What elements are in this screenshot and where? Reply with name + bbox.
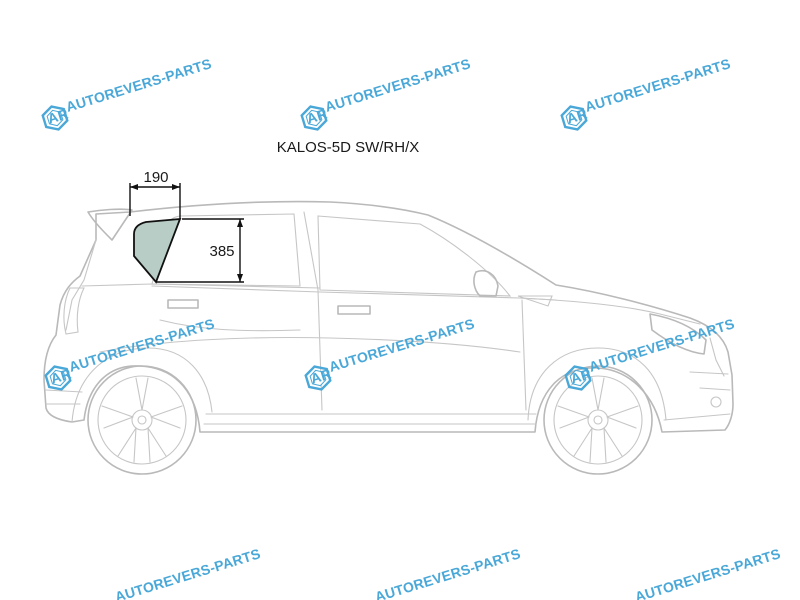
watermark-text: AUTOREVERS-PARTS <box>323 55 472 115</box>
front-door-handle <box>337 305 371 315</box>
watermark-text: AUTOREVERS-PARTS <box>633 545 782 600</box>
watermark-top-left: AR AUTOREVERS-PARTS <box>39 55 213 134</box>
watermark-logo-letters: AR <box>565 105 589 126</box>
watermark-text: AUTOREVERS-PARTS <box>64 55 213 115</box>
watermark-logo-letters: AR <box>569 365 593 386</box>
headlamp <box>649 313 707 355</box>
watermark-bottom-right: AUTOREVERS-PARTS <box>633 545 782 600</box>
rear-door-handle <box>167 299 199 309</box>
height-dimension: 385 <box>156 218 244 283</box>
watermark-text: AUTOREVERS-PARTS <box>373 545 522 600</box>
car-body-outline <box>43 200 734 433</box>
watermark-mid-left: AR AUTOREVERS-PARTS <box>42 315 216 394</box>
rear-spoiler <box>87 208 133 241</box>
rear-quarter-glass-highlight <box>133 217 182 284</box>
width-dimension: 190 <box>129 169 181 219</box>
watermark-text: AUTOREVERS-PARTS <box>587 315 736 375</box>
car-outline <box>43 200 734 433</box>
watermark-bottom-left: AUTOREVERS-PARTS <box>113 545 262 600</box>
watermark-logo-letters: AR <box>49 365 73 386</box>
watermark-logo-letters: AR <box>305 105 329 126</box>
watermark-top-center: AR AUTOREVERS-PARTS <box>298 55 472 134</box>
watermark-text: AUTOREVERS-PARTS <box>113 545 262 600</box>
watermark-mid-center: AR AUTOREVERS-PARTS <box>302 315 476 394</box>
watermark-text: AUTOREVERS-PARTS <box>327 315 476 375</box>
rear-wheel <box>87 365 197 475</box>
watermark-logo-letters: AR <box>309 365 333 386</box>
height-dimension-label: 385 <box>209 243 234 260</box>
watermark-bottom-center: AUTOREVERS-PARTS <box>373 545 522 600</box>
width-dimension-label: 190 <box>143 169 168 186</box>
watermark-logo-letters: AR <box>46 105 70 126</box>
watermark-top-right: AR AUTOREVERS-PARTS <box>558 55 732 134</box>
front-wheel <box>543 365 653 475</box>
side-mirror <box>473 270 499 297</box>
part-title: KALOS-5D SW/RH/X <box>277 139 420 156</box>
watermark-text: AUTOREVERS-PARTS <box>583 55 732 115</box>
